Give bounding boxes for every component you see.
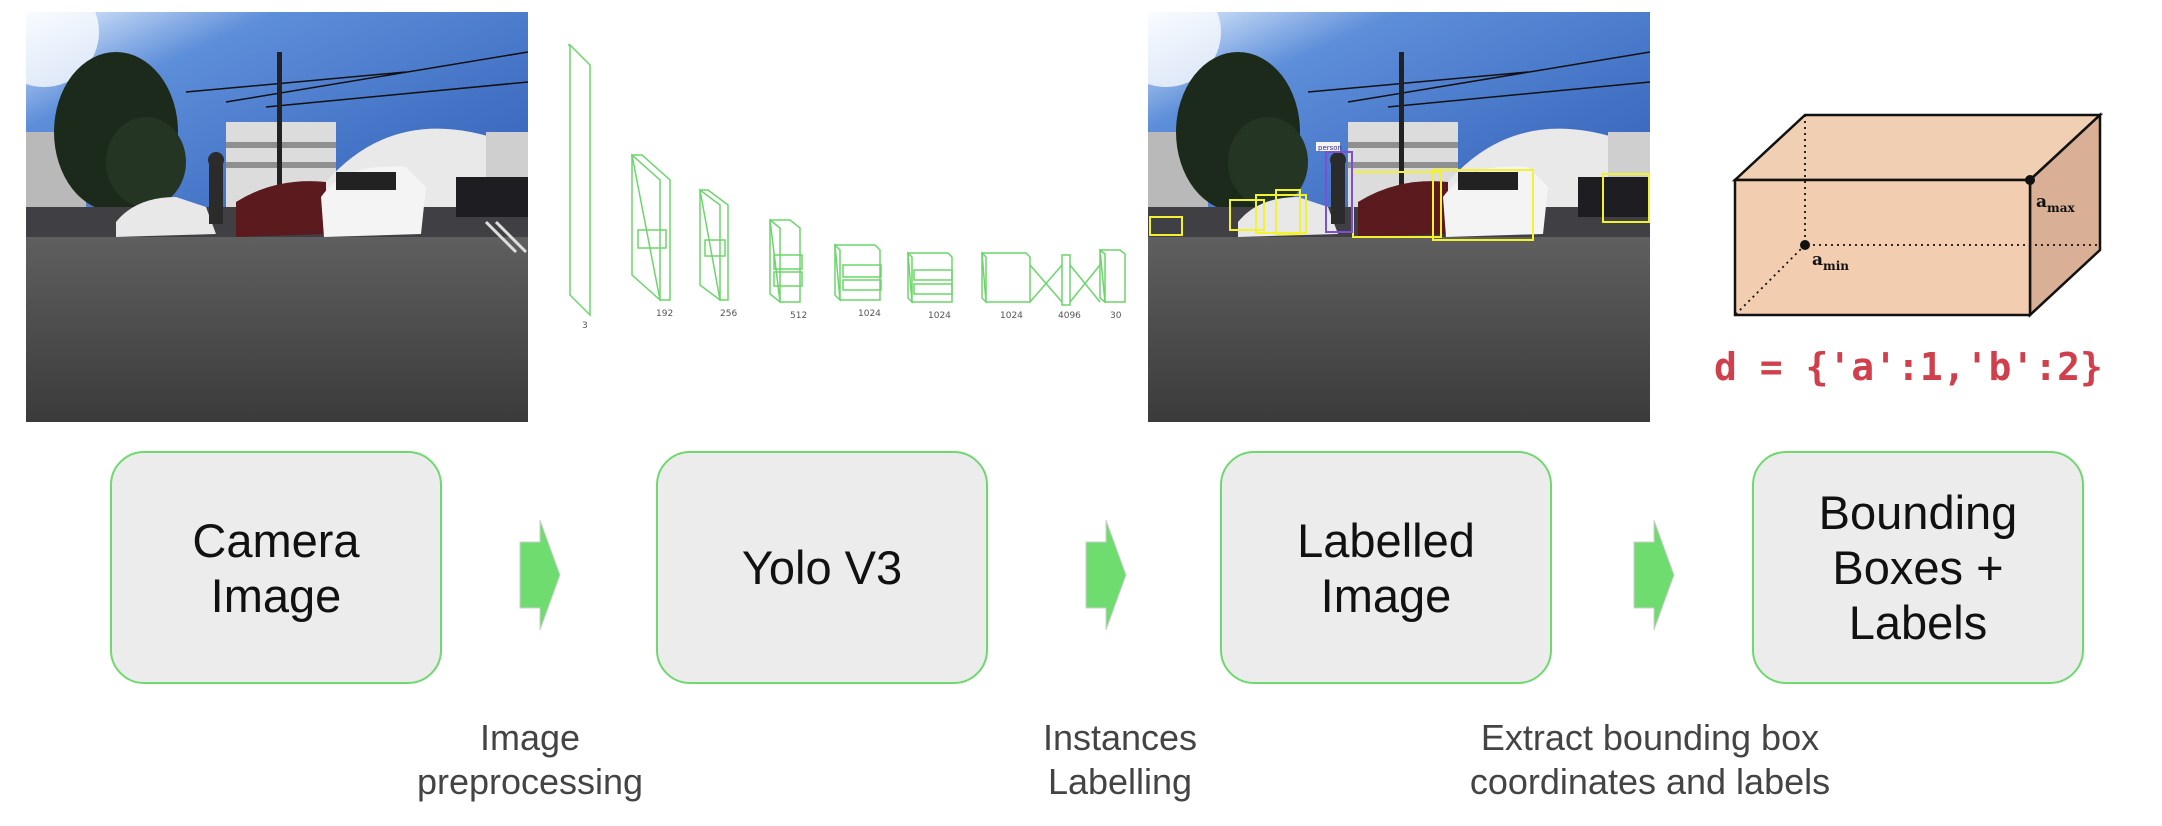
camera-photo-parking-lot [26,12,528,422]
layer-channel-label: 256 [720,309,737,319]
input-channels-label: 3 [582,321,588,331]
yolo-network-architecture-diagram: 448 448 3 192 256 512 1024 1024 1024 409… [568,43,1126,331]
stage-label: Bounding Boxes + Labels [1818,486,2018,649]
a-max-subscript: max [2047,201,2075,215]
person-detection-box [1325,151,1353,233]
stage-label: Yolo V3 [741,541,903,594]
code-dictionary-sample: d = {'a':1,'b':2} [1714,345,2103,389]
svg-text:amin: amin [1812,250,1849,273]
labelled-image-photo: person [1148,12,1650,422]
stage-camera-image: Camera Image [110,451,442,684]
person-box-label: person [1318,144,1342,152]
a-min-subscript: min [1823,259,1849,273]
step-instances-labelling: Instances Labelling [1042,717,1198,802]
a-min-label: a [1812,250,1823,270]
camera-image-photo [26,12,528,422]
layer-channel-label: 1024 [928,311,951,321]
layer-channel-label: 1024 [1000,311,1023,321]
arrow-right-icon [519,520,561,630]
layer-channel-label: 30 [1110,311,1122,321]
svg-text:amax: amax [2036,192,2075,215]
bounding-box-cuboid: amax amin [1731,112,2104,318]
stage-yolo-v3: Yolo V3 [656,451,988,684]
stage-label: Labelled Image [1297,513,1475,622]
stage-label: Camera Image [192,513,360,622]
step-image-preprocessing: Image preprocessing [416,717,644,802]
layer-channel-label: 1024 [858,309,881,319]
a-max-label: a [2036,192,2047,212]
layer-channel-label: 192 [656,309,673,319]
layer-channel-label: 4096 [1058,311,1081,321]
layer-channel-label: 512 [790,311,807,321]
stage-labelled-image: Labelled Image [1220,451,1552,684]
arrow-right-icon [1633,520,1675,630]
labelled-photo-with-boxes: person [1148,12,1650,422]
step-extract-bounding-box: Extract bounding box coordinates and lab… [1469,717,1831,802]
arrow-right-icon [1085,520,1127,630]
stage-bounding-boxes-labels: Bounding Boxes + Labels [1752,451,2084,684]
